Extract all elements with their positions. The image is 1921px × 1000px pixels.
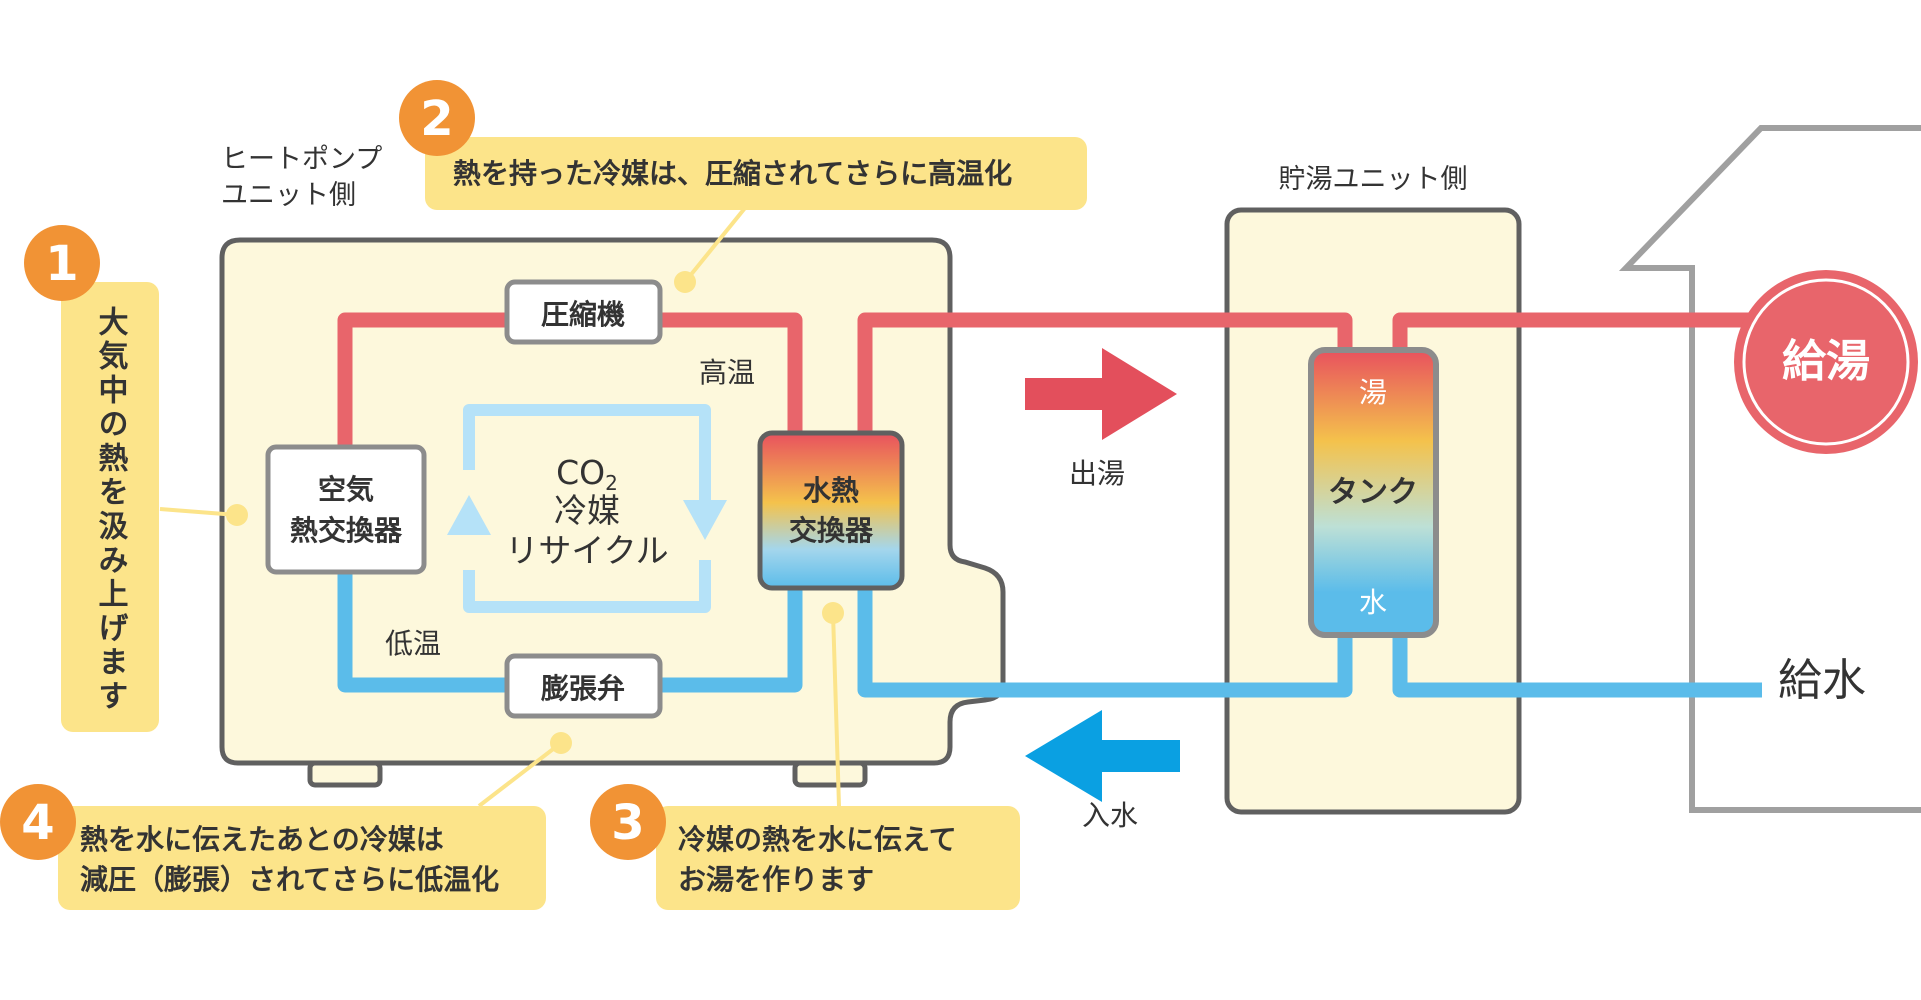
supply-water-label: 給水	[1778, 655, 1866, 706]
tank-box	[1308, 347, 1439, 638]
step4-badge	[0, 784, 76, 860]
callout-dot-1	[226, 504, 248, 526]
water-in-label: 入水	[1082, 799, 1138, 832]
hp-unit-label-1: ヒートポンプ	[221, 144, 382, 175]
recycle-arrow-up	[447, 495, 491, 535]
house-outline	[1618, 125, 1921, 813]
water-exchanger-box	[757, 430, 905, 591]
step1-text: 大気中の熱を汲み上げます	[93, 306, 129, 714]
high-temp-label: 高温	[699, 356, 755, 389]
hot-water-pipe	[857, 312, 1353, 440]
water-in-arrow	[1025, 710, 1180, 802]
step3-badge	[590, 784, 666, 860]
tank-water-label: 水	[1359, 586, 1387, 619]
recycle-refrigerant-label: 冷媒	[554, 491, 620, 530]
callout-line-3	[831, 612, 841, 807]
tank-hot-label: 湯	[1359, 376, 1387, 409]
callout-line-2	[683, 206, 747, 284]
callout-dot-2	[674, 271, 696, 293]
step2-text: 熱を持った冷媒は、圧縮されてさらに高温化	[453, 157, 1012, 190]
step3-number: 3	[611, 795, 644, 851]
compressor-label: 圧縮機	[541, 298, 625, 331]
water-exchanger-label-1: 水熱	[803, 474, 859, 507]
step2-callout	[425, 137, 1087, 210]
water-supply-pipe	[1392, 625, 1762, 698]
expansion-valve-label: 膨張弁	[540, 672, 625, 705]
callout-dot-4	[550, 732, 572, 754]
svg-text:CO2: CO2	[556, 453, 618, 495]
hot-supply-pipe	[1392, 312, 1758, 360]
hot-out-arrow	[1025, 348, 1177, 440]
tank-unit-label: 貯湯ユニット側	[1279, 164, 1468, 195]
cold-water-pipe	[857, 580, 1353, 698]
callout-line-4	[477, 741, 563, 808]
step4-text-2: 減圧（膨張）されてさらに低温化	[80, 863, 499, 896]
supply-hot-ring	[1742, 278, 1910, 446]
tank-label: タンク	[1328, 475, 1418, 510]
recycle-co-label: CO	[556, 453, 605, 492]
air-exchanger-label-1: 空気	[318, 473, 374, 506]
step1-number: 1	[45, 236, 78, 292]
step1-callout	[61, 282, 159, 732]
step2-number: 2	[420, 91, 453, 147]
air-exchanger-box	[265, 444, 427, 575]
supply-hot-label: 給湯	[1782, 336, 1870, 387]
step4-text-1: 熱を水に伝えたあとの冷媒は	[80, 823, 444, 856]
unit-foot-right	[792, 760, 868, 788]
step4-number: 4	[21, 795, 54, 851]
step3-callout	[656, 806, 1020, 910]
low-temp-label: 低温	[385, 627, 441, 660]
recycle-sub-label: 2	[605, 471, 618, 495]
supply-hot-circle	[1734, 270, 1918, 454]
compressor-box	[504, 279, 663, 345]
hp-unit-label-2: ユニット側	[221, 180, 356, 211]
unit-foot-left	[307, 760, 383, 788]
callout-line-1	[159, 507, 238, 517]
step3-text-1: 冷媒の熱を水に伝えて	[678, 823, 957, 856]
recycle-label: リサイクル	[505, 531, 668, 570]
hot-out-label: 出湯	[1069, 457, 1125, 490]
step1-badge	[24, 225, 100, 301]
expansion-valve-box	[504, 653, 663, 719]
air-exchanger-label-2: 熱交換器	[290, 514, 403, 547]
recycle-arrow-down	[683, 500, 727, 540]
step4-callout	[58, 806, 546, 910]
step3-text-2: お湯を作ります	[678, 863, 874, 896]
step2-badge	[399, 80, 475, 156]
recycle-loop	[463, 404, 711, 613]
water-exchanger-label-2: 交換器	[789, 514, 874, 547]
callout-dot-3	[822, 602, 844, 624]
